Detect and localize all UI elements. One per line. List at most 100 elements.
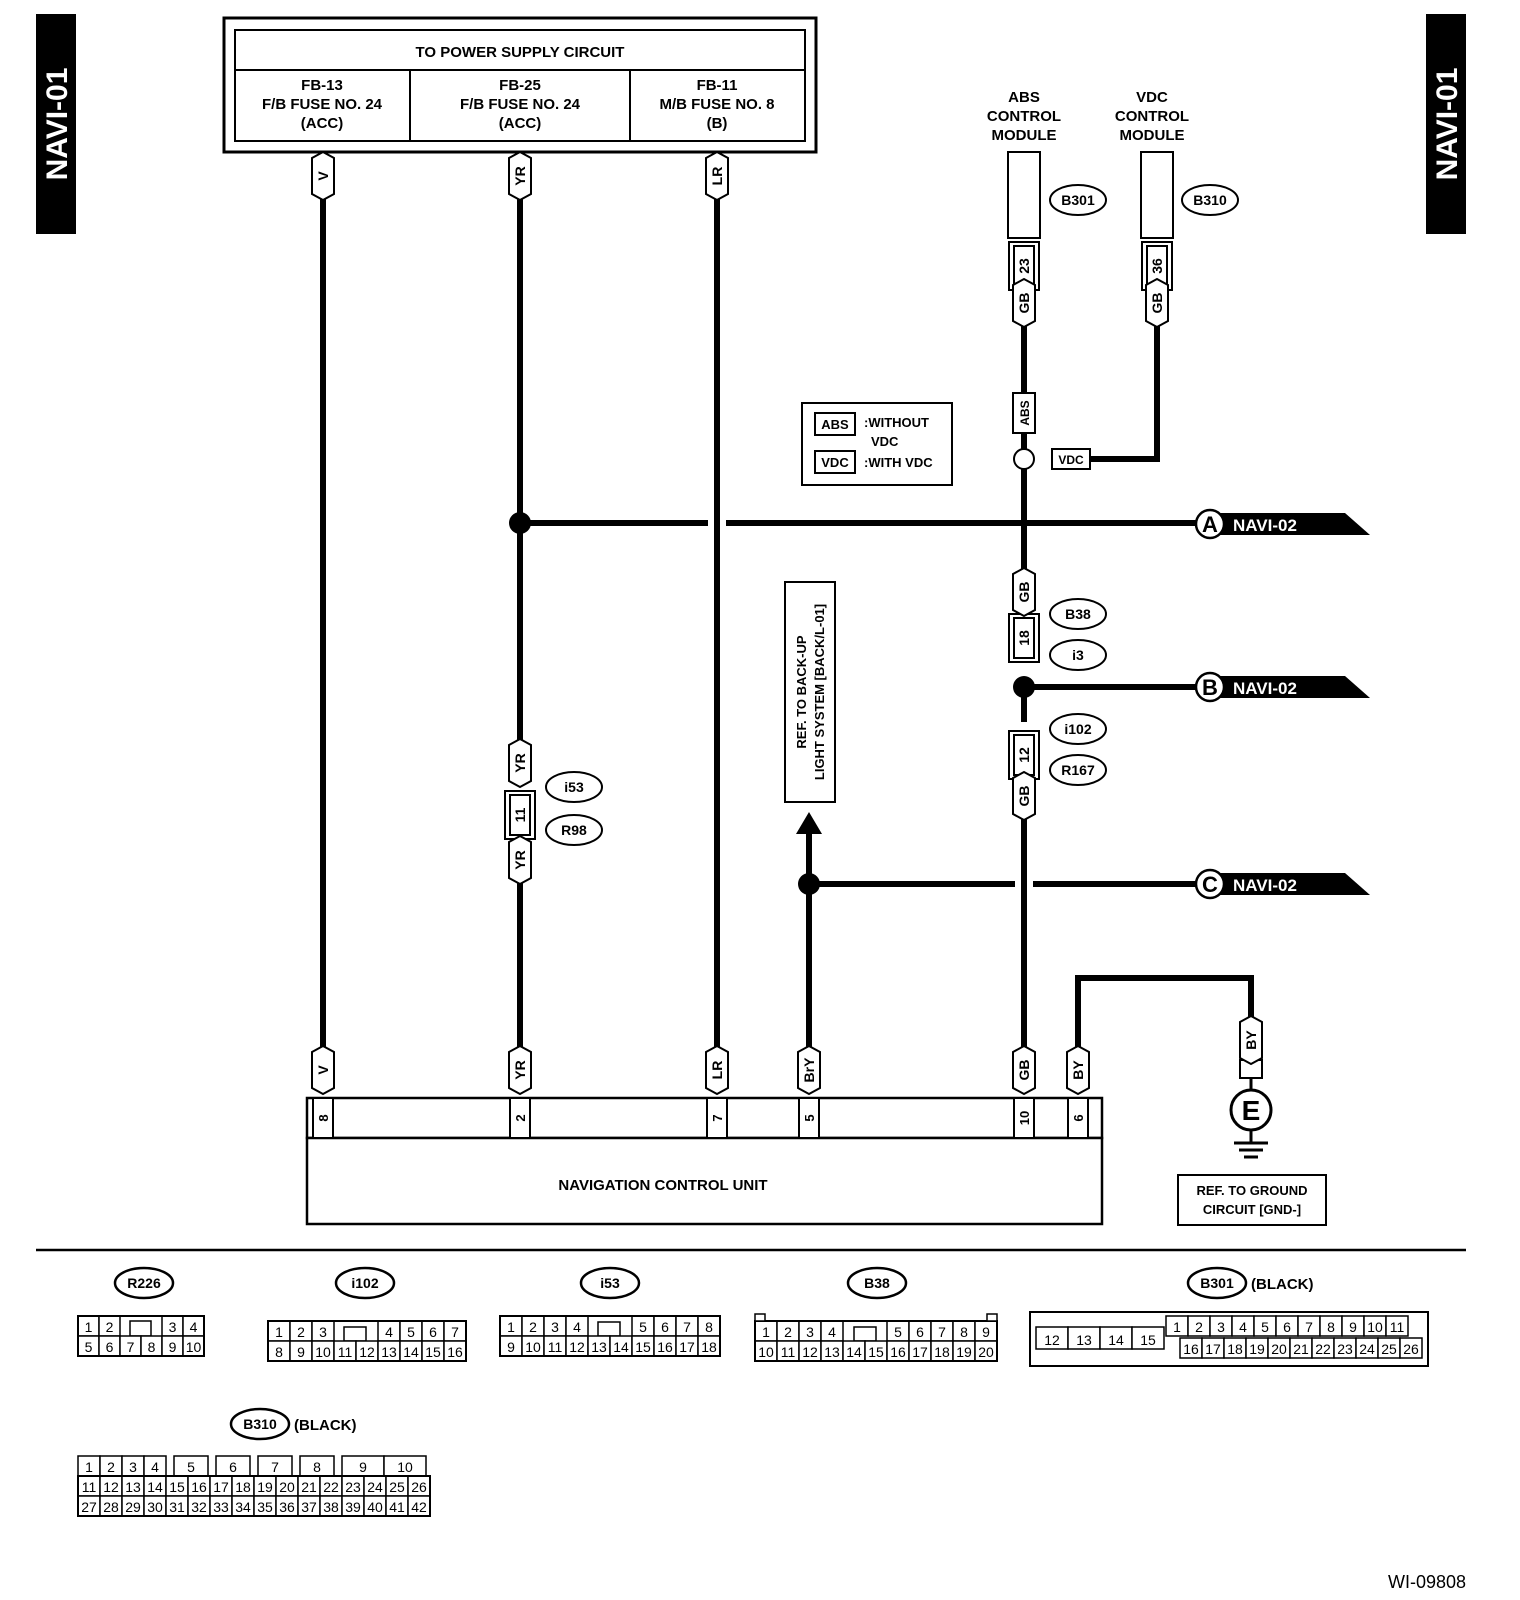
pin-cell: 31 <box>169 1499 185 1515</box>
pin-cell: 34 <box>235 1499 251 1515</box>
pin-cell: 10 <box>397 1459 413 1475</box>
pin-cell: 28 <box>103 1499 119 1515</box>
connector-oval-5: i3 <box>1049 639 1107 671</box>
pin-cell: 26 <box>411 1479 427 1495</box>
pin-cell: 13 <box>381 1344 397 1360</box>
nav-pin-number: 8 <box>316 1114 331 1121</box>
wire-tag-12: BrY <box>797 1044 821 1096</box>
pin-cell: 8 <box>1327 1319 1335 1335</box>
pin-cell: 17 <box>1205 1341 1221 1357</box>
backup-ref-line1: REF. TO BACK-UP <box>794 635 809 748</box>
pin-cell: 5 <box>187 1459 195 1475</box>
connector-oval-7: R167 <box>1049 754 1107 786</box>
wire-tag-label: GB <box>1016 582 1032 603</box>
pin-cell: 1 <box>275 1324 283 1340</box>
connector-oval-0: B301 <box>1049 184 1107 216</box>
joint-pin-number: 12 <box>1016 747 1032 763</box>
pin-cell: 3 <box>129 1459 137 1475</box>
splice-yr <box>509 512 531 534</box>
connector-oval-2: i53 <box>545 771 603 803</box>
pin-cell: 24 <box>367 1479 383 1495</box>
page-tab-left: NAVI-01 <box>36 14 76 234</box>
pin-cell: 8 <box>960 1324 968 1340</box>
pin-cell: 9 <box>507 1339 515 1355</box>
wire-tag-label: GB <box>1016 786 1032 807</box>
pin-cell: 2 <box>784 1324 792 1340</box>
legend-vdc-tag: VDC <box>821 455 849 470</box>
fuse-3-line2: M/B FUSE NO. 8 <box>659 96 774 113</box>
pin-cell: 7 <box>683 1319 691 1335</box>
pin-cell: 19 <box>956 1344 972 1360</box>
abs-module-line2: CONTROL <box>987 108 1061 125</box>
connector-view-name: B38 <box>864 1275 890 1291</box>
nav-pin-number: 2 <box>513 1114 528 1121</box>
connector-oval-label: R167 <box>1061 762 1095 778</box>
pin-cell: 4 <box>573 1319 581 1335</box>
wire-tag-4: GB <box>1145 277 1169 329</box>
abs-inline-tag: ABS <box>1012 392 1036 434</box>
pin-cell: 9 <box>169 1339 177 1355</box>
pin-cell: 3 <box>551 1319 559 1335</box>
pin-cell: 1 <box>85 1319 93 1335</box>
fuse-2-line3: (ACC) <box>499 115 542 132</box>
vdc-module-line2: CONTROL <box>1115 108 1189 125</box>
wire-tag-14: BY <box>1066 1044 1090 1096</box>
offpage-a-letter: A <box>1202 512 1218 537</box>
wire-tag-label: V <box>315 1065 331 1075</box>
wire-tag-label: GB <box>1016 1060 1032 1081</box>
pin-cell: 11 <box>338 1344 353 1360</box>
pin-cell: 15 <box>635 1339 651 1355</box>
legend-abs-line1: :WITHOUT <box>864 415 929 430</box>
pin-cell: 4 <box>828 1324 836 1340</box>
wire-tag-label: BY <box>1070 1060 1086 1080</box>
pin-cell: 13 <box>125 1479 141 1495</box>
nav-pin-number: 7 <box>710 1114 725 1121</box>
connector-view-name: B301 <box>1200 1275 1234 1291</box>
pin-cell: 2 <box>529 1319 537 1335</box>
pin-cell: 10 <box>186 1339 202 1355</box>
pin-cell: 4 <box>385 1324 393 1340</box>
pin-cell: 21 <box>301 1479 317 1495</box>
b310-color: (BLACK) <box>294 1417 356 1434</box>
pin-cell: 18 <box>701 1339 717 1355</box>
pin-cell: 32 <box>191 1499 207 1515</box>
pin-cell: 24 <box>1359 1341 1375 1357</box>
pin-cell: 14 <box>1108 1332 1124 1348</box>
power-supply-box: TO POWER SUPPLY CIRCUIT FB-13 F/B FUSE N… <box>222 16 818 154</box>
pin-cell: 2 <box>297 1324 305 1340</box>
pin-cell: 1 <box>507 1319 515 1335</box>
pin-cell: 16 <box>191 1479 207 1495</box>
pin-cell: 23 <box>345 1479 361 1495</box>
connector-view-name: i53 <box>600 1275 620 1291</box>
page-tab-left-label: NAVI-01 <box>41 68 74 181</box>
pin-cell: 9 <box>359 1459 367 1475</box>
wire-tag-label: YR <box>512 753 528 772</box>
abs-inline-label: ABS <box>1018 400 1032 425</box>
pin-cell: 6 <box>106 1339 114 1355</box>
pin-cell: 6 <box>916 1324 924 1340</box>
pin-cell: 3 <box>806 1324 814 1340</box>
pin-cell: 10 <box>758 1344 774 1360</box>
page-tab-right-label: NAVI-01 <box>1431 68 1464 181</box>
pin-cell: 2 <box>1195 1319 1203 1335</box>
pin-cell: 4 <box>151 1459 159 1475</box>
connector-oval-label: i102 <box>1064 721 1091 737</box>
connector-oval-label: R98 <box>561 822 587 838</box>
pin-cell: 38 <box>323 1499 339 1515</box>
wire-tag-6: YR <box>508 834 532 886</box>
pin-cell: 5 <box>639 1319 647 1335</box>
abs-control-module: ABS CONTROL MODULE <box>987 89 1061 239</box>
legend-box: ABS :WITHOUT VDC VDC :WITH VDC <box>801 402 953 486</box>
nav-pin-number: 10 <box>1017 1111 1032 1125</box>
ground-letter: E <box>1242 1095 1261 1126</box>
wire-tag-11: LR <box>705 1044 729 1096</box>
pin-cell: 7 <box>451 1324 459 1340</box>
pin-cell: 5 <box>85 1339 93 1355</box>
connector-oval-label: B38 <box>1065 606 1091 622</box>
pin-cell: 11 <box>82 1479 97 1495</box>
wire-tag-label: V <box>315 171 331 181</box>
